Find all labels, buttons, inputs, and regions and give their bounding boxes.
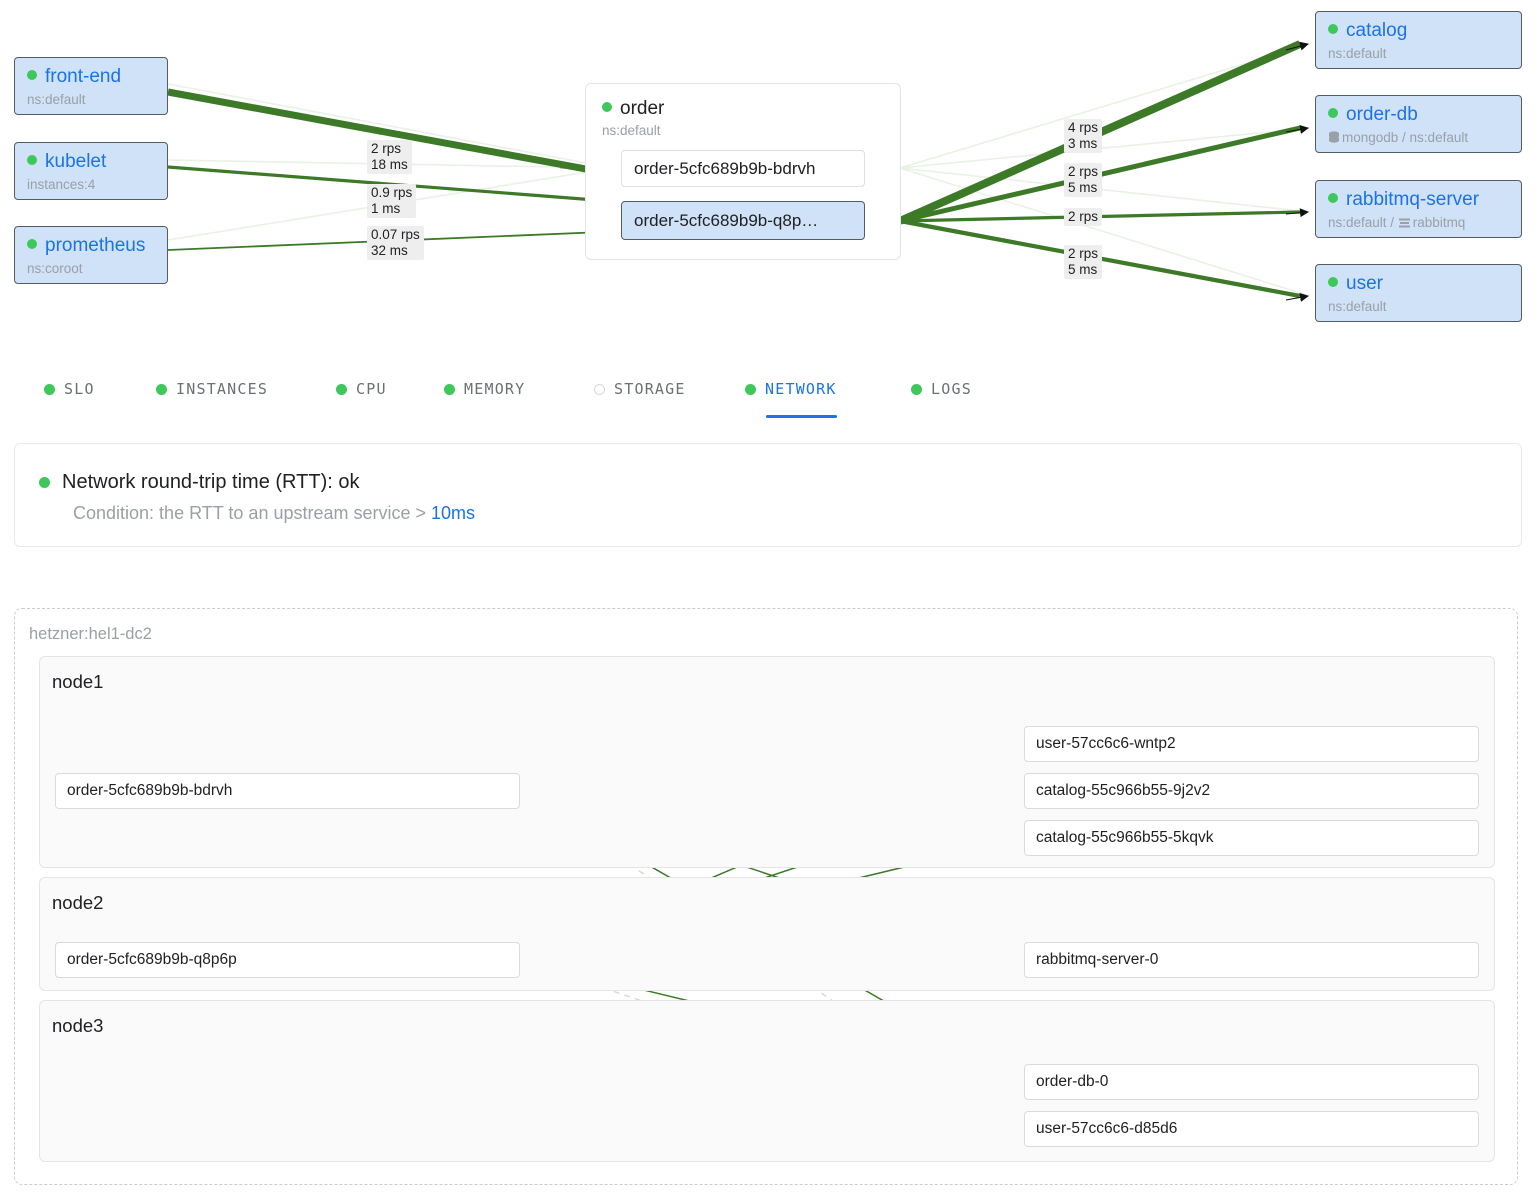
service-node-subtitle: ns:default xyxy=(27,92,86,107)
condition-threshold: 10ms xyxy=(431,503,476,523)
service-node-title: kubelet xyxy=(27,151,155,173)
instance-label: order-5cfc689b9b-q8p6p xyxy=(67,951,237,968)
service-node-title: order-db xyxy=(1328,104,1509,126)
service-node-title: user xyxy=(1328,273,1509,295)
node-name: node2 xyxy=(52,892,104,913)
namespace-text: ns:default / xyxy=(1328,215,1398,230)
status-dot-unknown xyxy=(594,383,605,395)
status-dot-ok xyxy=(156,383,167,395)
service-node-subtitle: instances:4 xyxy=(27,177,96,192)
service-node-user[interactable]: user ns:default xyxy=(1315,264,1522,322)
tab-instances[interactable]: INSTANCES xyxy=(156,372,268,406)
queue-icon xyxy=(1398,216,1411,234)
database-icon xyxy=(1328,131,1340,149)
tab-cpu[interactable]: CPU xyxy=(336,372,387,406)
instance-label: catalog-55c966b55-9j2v2 xyxy=(1036,782,1211,799)
service-node-front-end[interactable]: front-end ns:default xyxy=(14,57,168,115)
status-dot-ok xyxy=(911,383,922,395)
service-node-catalog[interactable]: catalog ns:default xyxy=(1315,11,1522,69)
instance-label: order-db-0 xyxy=(1036,1073,1109,1090)
instance-label: catalog-55c966b55-5kqvk xyxy=(1036,829,1214,846)
instance-user-wntp2[interactable]: user-57cc6c6-wntp2 xyxy=(1024,726,1479,762)
service-node-subtitle: ns:default xyxy=(1328,46,1387,61)
instance-order-bdrvh[interactable]: order-5cfc689b9b-bdrvh xyxy=(55,773,520,809)
service-node-title: prometheus xyxy=(27,235,155,257)
instance-user-d85d6[interactable]: user-57cc6c6-d85d6 xyxy=(1024,1111,1479,1147)
status-dot-ok xyxy=(39,476,50,488)
status-dot-ok xyxy=(27,70,37,80)
datacenter-label: hetzner:hel1-dc2 xyxy=(29,625,152,643)
status-dot-ok xyxy=(745,383,756,395)
network-status-card: Network round-trip time (RTT): ok Condit… xyxy=(14,443,1522,547)
service-node-title: front-end xyxy=(27,66,155,88)
service-node-title: catalog xyxy=(1328,20,1509,42)
tab-logs[interactable]: LOGS xyxy=(911,372,972,406)
status-condition: Condition: the RTT to an upstream servic… xyxy=(73,503,476,523)
instance-catalog-5kqvk[interactable]: catalog-55c966b55-5kqvk xyxy=(1024,820,1479,856)
instance-label: user-57cc6c6-wntp2 xyxy=(1036,735,1176,752)
tab-storage[interactable]: STORAGE xyxy=(594,372,686,406)
service-node-subtitle: ns:coroot xyxy=(27,261,83,276)
status-dot-ok xyxy=(44,383,55,395)
service-group-title: order xyxy=(602,98,884,120)
service-node-order-db[interactable]: order-db mongodb / ns:default xyxy=(1315,95,1522,153)
service-map: front-end ns:default kubelet instances:4… xyxy=(0,0,1536,350)
status-dot-ok xyxy=(1328,277,1338,287)
status-dot-ok xyxy=(1328,24,1338,34)
service-node-subtitle: mongodb / ns:default xyxy=(1328,129,1509,149)
instance-order-db-0[interactable]: order-db-0 xyxy=(1024,1064,1479,1100)
instance-catalog-9j2v2[interactable]: catalog-55c966b55-9j2v2 xyxy=(1024,773,1479,809)
status-title: Network round-trip time (RTT): ok xyxy=(39,469,1521,495)
instance-label: order-5cfc689b9b-bdrvh xyxy=(67,782,233,799)
instance-order-q8p6p[interactable]: order-5cfc689b9b-q8p6p xyxy=(55,942,520,978)
tab-slo[interactable]: SLO xyxy=(44,372,95,406)
service-node-prometheus[interactable]: prometheus ns:coroot xyxy=(14,226,168,284)
pod-label: order-5cfc689b9b-q8p… xyxy=(634,210,819,230)
node-name: node1 xyxy=(52,671,104,692)
service-node-title: rabbitmq-server xyxy=(1328,189,1509,211)
tab-network[interactable]: NETWORK xyxy=(745,372,837,418)
edge-label-outbound-3: 2 rps xyxy=(1064,208,1103,226)
active-tab-underline xyxy=(766,415,837,418)
pod-order-q8p[interactable]: order-5cfc689b9b-q8p… xyxy=(621,201,865,240)
service-group-subtitle: ns:default xyxy=(602,123,661,138)
service-node-subtitle: ns:default / rabbitmq xyxy=(1328,214,1509,234)
node-name: node3 xyxy=(52,1015,104,1036)
queue-name: rabbitmq xyxy=(1412,215,1466,230)
node-map: hetzner:hel1-dc2 node1 order-5cfc689b9b-… xyxy=(14,608,1518,1185)
tab-bar: SLO INSTANCES CPU MEMORY STORAGE NETWORK… xyxy=(0,372,1536,420)
service-node-rabbitmq-server[interactable]: rabbitmq-server ns:default / rabbitmq xyxy=(1315,180,1522,238)
pod-order-bdrvh[interactable]: order-5cfc689b9b-bdrvh xyxy=(621,150,865,187)
status-dot-ok xyxy=(444,383,455,395)
instance-rabbitmq-server-0[interactable]: rabbitmq-server-0 xyxy=(1024,942,1479,978)
status-dot-ok xyxy=(336,383,347,395)
status-dot-ok xyxy=(27,155,37,165)
instance-label: rabbitmq-server-0 xyxy=(1036,951,1159,968)
status-dot-ok xyxy=(1328,108,1338,118)
instance-label: user-57cc6c6-d85d6 xyxy=(1036,1120,1178,1137)
pod-label: order-5cfc689b9b-bdrvh xyxy=(634,158,816,178)
service-node-subtitle: ns:default xyxy=(1328,299,1387,314)
status-dot-ok xyxy=(1328,193,1338,203)
status-dot-ok xyxy=(602,102,612,112)
service-node-kubelet[interactable]: kubelet instances:4 xyxy=(14,142,168,200)
status-dot-ok xyxy=(27,239,37,249)
tab-memory[interactable]: MEMORY xyxy=(444,372,525,406)
